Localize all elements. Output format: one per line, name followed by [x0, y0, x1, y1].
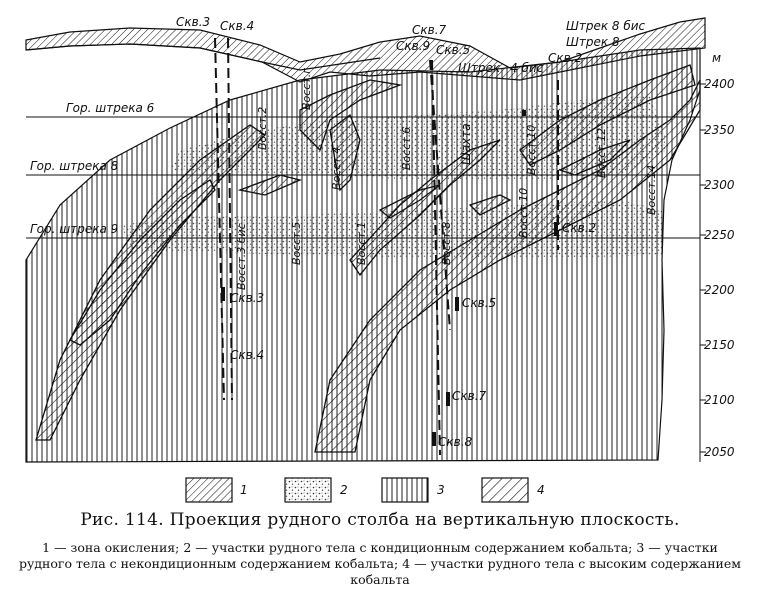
legend-num-1: 1 [240, 483, 248, 497]
label-skv8-bottom: Скв.8 [438, 435, 473, 449]
lens-west-inner [69, 179, 216, 346]
level-label-9: Гор. штрека 9 [30, 222, 118, 236]
legend: 1 2 3 4 [185, 477, 545, 503]
legend-num-3: 3 [437, 483, 445, 497]
axis-tick-2100: 2100 [704, 393, 735, 407]
label-vosst-5: Восст.5 [290, 222, 303, 265]
lens-mid-small [378, 184, 441, 219]
label-skv2-right: Скв.2 [562, 221, 596, 235]
label-skv7-bottom: Скв.7 [452, 389, 487, 403]
label-skv4-top: Скв.4 [220, 19, 254, 33]
legend-swatch-1 [185, 477, 233, 503]
label-vosst-10-upper: Восст.10 [525, 125, 538, 175]
label-skv5-top: Скв.5 [436, 43, 470, 57]
elevation-axis: м 2400 2350 2300 2250 2200 2150 2100 205… [699, 48, 735, 462]
figure-caption-legend: 1 — зона окисления; 2 — участки рудного … [18, 540, 741, 587]
label-shtrek-8bis: Штрек 8 бис [566, 19, 646, 33]
label-shtrek: Штрек [458, 61, 501, 75]
legend-swatch-3 [381, 477, 429, 503]
legend-num-4: 4 [537, 483, 545, 497]
label-skv3-top: Скв.3 [176, 15, 210, 29]
borehole-3 [214, 37, 225, 401]
label-vosst-3bis: Восст.3 бис [235, 223, 248, 290]
axis-unit: м [712, 51, 721, 65]
label-shtrek-4bis: 4 бис [510, 61, 544, 75]
label-shtrek-8: Штрек 8 [566, 35, 620, 49]
axis-tick-2250: 2250 [704, 228, 735, 242]
label-vosst-8: Восст.8 [440, 222, 453, 265]
lens-mid-small2 [468, 194, 512, 216]
label-skv9-top: Скв.9 [396, 39, 430, 53]
label-vosst-10-lower: Восст.10 [517, 188, 530, 238]
lens-hook [329, 113, 361, 192]
borehole-7 [431, 59, 441, 456]
legend-swatch-2 [284, 477, 332, 503]
axis-tick-2400: 2400 [704, 77, 735, 91]
lens-upper-mid [299, 79, 403, 152]
axis-tick-2050: 2050 [704, 445, 735, 459]
label-vosst-2: Восст.2 [256, 107, 269, 150]
label-vosst-r: Восст.г [300, 68, 313, 110]
label-vosst-14: Восст.14 [645, 165, 658, 215]
label-skv2-top: Скв.2 [548, 51, 582, 65]
lens-upper-right [519, 64, 696, 166]
lens-west-long [35, 124, 267, 441]
axis-tick-2200: 2200 [704, 283, 735, 297]
axis-tick-2300: 2300 [704, 178, 735, 192]
label-skv3-bottom: Скв.3 [230, 291, 264, 305]
borehole-4 [227, 37, 233, 401]
borehole-cores [221, 110, 558, 446]
legend-swatch-4 [481, 477, 529, 503]
level-label-8: Гор. штрека 8 [30, 159, 119, 173]
lens-left-small [237, 174, 303, 196]
figure-caption-title: Рис. 114. Проекция рудного столба на вер… [80, 510, 680, 530]
level-label-6: Гор. штрека 6 [66, 101, 155, 115]
legend-num-2: 2 [340, 483, 348, 497]
label-skv7-top: Скв.7 [412, 23, 447, 37]
label-vosst-1: Восст.1 [355, 222, 368, 265]
surface-line [25, 43, 381, 71]
axis-tick-2150: 2150 [704, 338, 735, 352]
label-shakhta: Шахта [459, 123, 473, 165]
lens-right-small [558, 139, 631, 176]
label-vosst-12: Восст.12 [595, 128, 608, 178]
conditional-zone-upper [170, 95, 670, 180]
label-vosst-6: Восст.6 [400, 127, 413, 170]
label-skv5-bottom: Скв.5 [462, 296, 496, 310]
label-skv4-bottom: Скв.4 [230, 348, 264, 362]
level-lines [26, 116, 700, 239]
label-vosst-4: Восст.4 [330, 147, 343, 190]
boreholes [214, 37, 559, 456]
lens-mid-long [349, 139, 501, 277]
axis-tick-2350: 2350 [704, 123, 735, 137]
